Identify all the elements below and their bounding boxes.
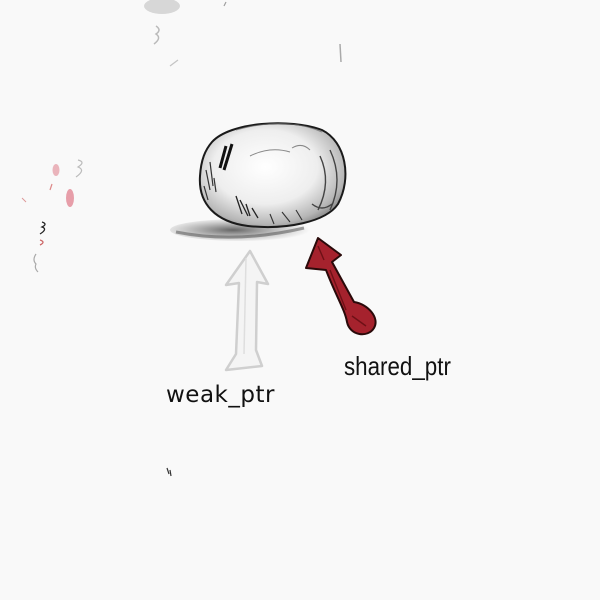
shared-ptr-arrow	[305, 237, 377, 336]
weak-ptr-label: weak_ptr	[166, 382, 275, 408]
corner-smudge	[144, 0, 227, 67]
stray-mark-top	[339, 43, 342, 63]
weak-ptr-arrow	[224, 249, 270, 372]
side-scribbles	[21, 159, 83, 273]
stray-mark-bottom	[166, 467, 172, 477]
stone-object	[198, 122, 347, 229]
shared-ptr-label: shared_ptr	[344, 351, 451, 381]
